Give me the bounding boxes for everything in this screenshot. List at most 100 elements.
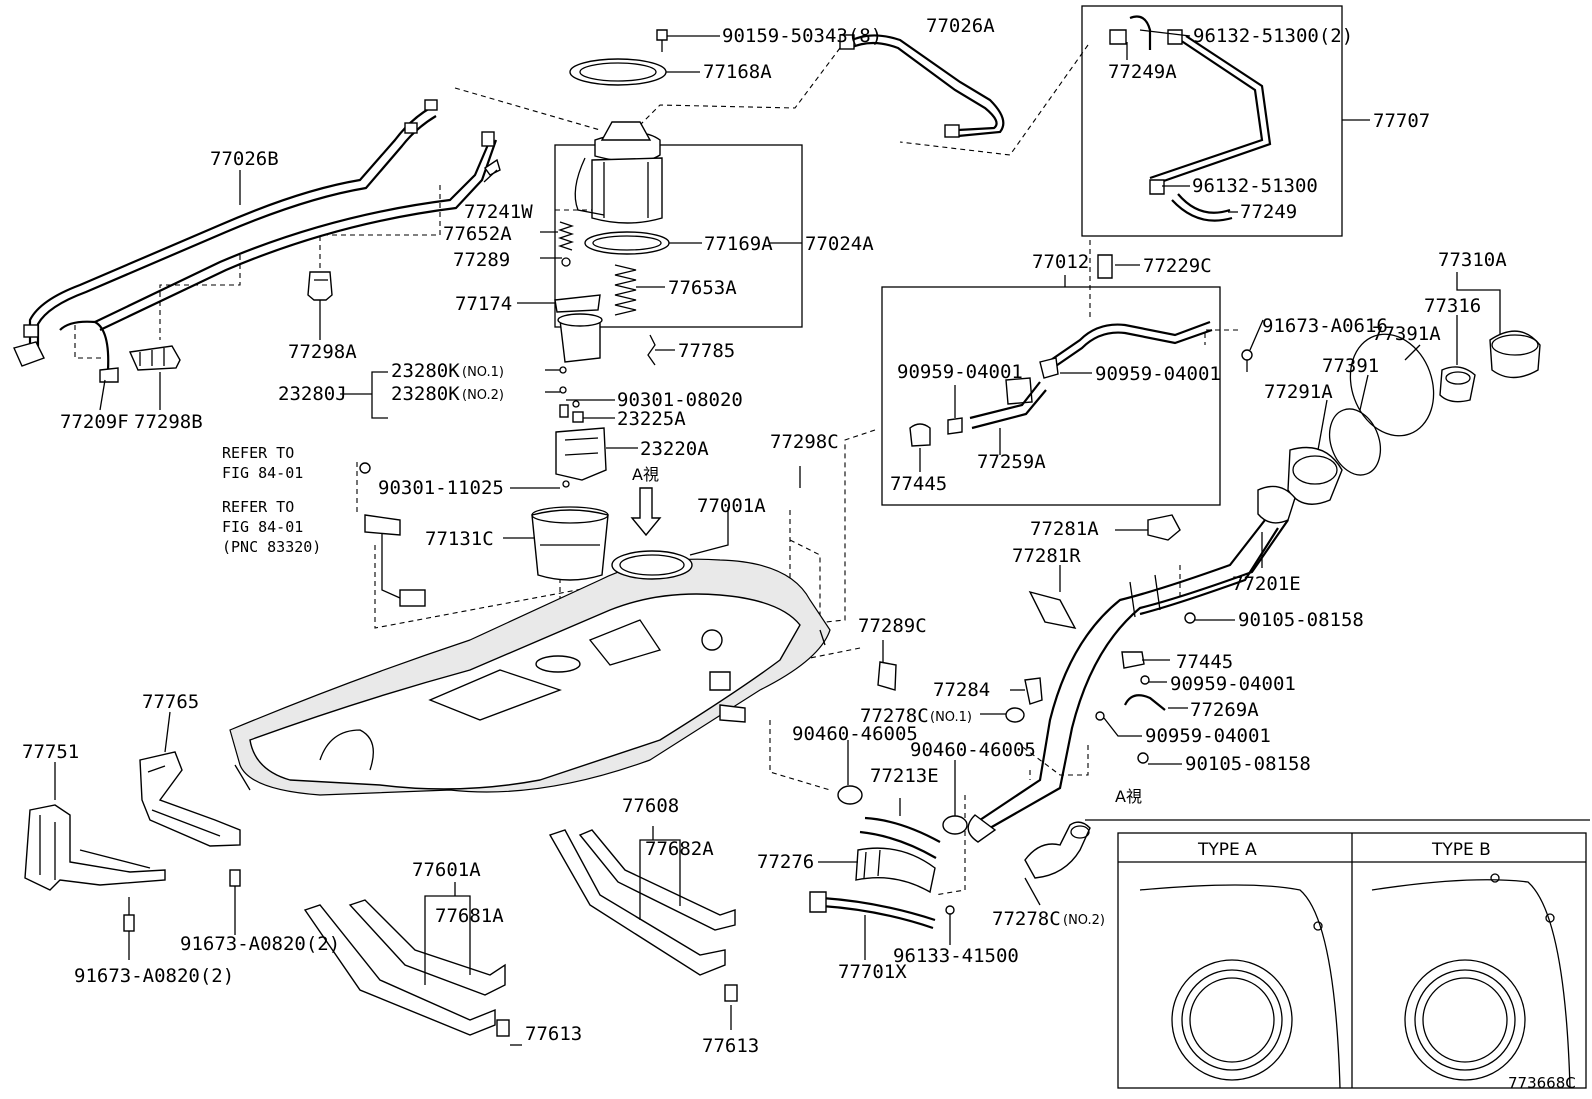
label-77026b: 77026B xyxy=(210,148,279,170)
label-refer2b: FIG 84-01 xyxy=(222,518,303,536)
label-77259a: 77259A xyxy=(977,451,1046,473)
label-90959-c: 90959-04001 xyxy=(1170,673,1296,695)
label-77209f: 77209F xyxy=(60,411,129,433)
fuel-pump-assembly xyxy=(359,29,803,607)
label-no2: (NO.2) xyxy=(462,388,504,403)
label-77298a: 77298A xyxy=(288,341,357,363)
label-77652a: 77652A xyxy=(443,223,512,245)
label-77608: 77608 xyxy=(622,795,679,817)
label-77291a: 77291A xyxy=(1264,381,1333,403)
label-refer2a: REFER TO xyxy=(222,498,294,516)
filler-pipe-77201e xyxy=(967,349,1296,843)
label-90959-a: 90959-04001 xyxy=(897,361,1023,383)
label-77241w: 77241W xyxy=(464,201,533,223)
diagram-id: 773668C xyxy=(1508,1074,1576,1092)
label-77201e: 77201E xyxy=(1232,573,1301,595)
label-77289: 77289 xyxy=(453,249,510,271)
label-no1-b: (NO.1) xyxy=(930,710,972,725)
label-23220a: 23220A xyxy=(640,438,709,460)
label-77278c-1: 77278C xyxy=(860,705,929,727)
tank-straps xyxy=(303,829,738,1037)
label-77391a: 77391A xyxy=(1372,323,1441,345)
label-77653a: 77653A xyxy=(668,277,737,299)
label-no2-b: (NO.2) xyxy=(1063,913,1105,928)
label-77169a: 77169A xyxy=(704,233,773,255)
label-90301-11025: 90301-11025 xyxy=(378,477,504,499)
labels: 77026A 90159-50343(8) 77168A 77026B 7724… xyxy=(22,15,1576,1092)
label-90460-a: 90460-46005 xyxy=(792,723,918,745)
label-90105-b: 90105-08158 xyxy=(1185,753,1311,775)
label-77613-a: 77613 xyxy=(525,1023,582,1045)
label-77391: 77391 xyxy=(1322,355,1379,377)
vapor-hose-kit-77707 xyxy=(1081,5,1343,237)
label-77278c-2: 77278C xyxy=(992,908,1061,930)
vent-pipe-77012 xyxy=(881,254,1221,506)
label-77298c: 77298C xyxy=(770,431,839,453)
fuel-tank-77001a xyxy=(229,550,831,796)
label-90301-08020: 90301-08020 xyxy=(617,389,743,411)
label-77026a: 77026A xyxy=(926,15,995,37)
fuel-line-77026a xyxy=(839,34,1005,138)
view-arrow-a xyxy=(630,487,662,537)
small-fittings-right xyxy=(1095,651,1166,764)
label-a-view-1: A視 xyxy=(632,465,659,484)
label-type-a: TYPE A xyxy=(1197,840,1257,860)
label-96132-51300: 96132-51300 xyxy=(1192,175,1318,197)
label-23225a: 23225A xyxy=(617,408,686,430)
label-77213e: 77213E xyxy=(870,765,939,787)
label-77751: 77751 xyxy=(22,741,79,763)
label-90460-b: 90460-46005 xyxy=(910,739,1036,761)
fuel-line-77026b xyxy=(13,99,498,383)
label-77012: 77012 xyxy=(1032,251,1089,273)
label-77276: 77276 xyxy=(757,851,814,873)
hoses-bottom xyxy=(809,785,1091,930)
label-77310a: 77310A xyxy=(1438,249,1507,271)
label-77785: 77785 xyxy=(678,340,735,362)
label-77445-b: 77445 xyxy=(1176,651,1233,673)
label-77024a: 77024A xyxy=(805,233,874,255)
filler-cap-group xyxy=(1287,330,1541,505)
leader-lines xyxy=(54,29,1501,1046)
label-77613-b: 77613 xyxy=(702,1035,759,1057)
label-91673-a0820-b: 91673-A0820(2) xyxy=(74,965,234,987)
label-77284: 77284 xyxy=(933,679,990,701)
label-23280k-2: 23280K xyxy=(391,383,460,405)
label-77707: 77707 xyxy=(1373,110,1430,132)
label-77249a: 77249A xyxy=(1108,61,1177,83)
label-96132-51300-2: 96132-51300(2) xyxy=(1193,25,1353,47)
label-77445-a: 77445 xyxy=(890,473,947,495)
label-77298b: 77298B xyxy=(134,411,203,433)
clamps-mid xyxy=(877,661,1043,723)
label-90959-b: 90959-04001 xyxy=(1095,363,1221,385)
label-type-b: TYPE B xyxy=(1431,840,1491,860)
label-77174: 77174 xyxy=(455,293,512,315)
label-23280k-1: 23280K xyxy=(391,360,460,382)
label-90105-a: 90105-08158 xyxy=(1238,609,1364,631)
label-91673-a0820-a: 91673-A0820(2) xyxy=(180,933,340,955)
label-refer1a: REFER TO xyxy=(222,444,294,462)
label-77765: 77765 xyxy=(142,691,199,713)
label-77681a: 77681A xyxy=(435,905,504,927)
assembly-box xyxy=(554,144,803,328)
label-77316: 77316 xyxy=(1424,295,1481,317)
label-91673-a0616: 91673-A0616 xyxy=(1262,315,1388,337)
label-77269a: 77269A xyxy=(1190,699,1259,721)
label-no1: (NO.1) xyxy=(462,365,504,380)
label-77281a: 77281A xyxy=(1030,518,1099,540)
label-96133: 96133-41500 xyxy=(893,945,1019,967)
label-refer2c: (PNC 83320) xyxy=(222,538,321,556)
label-77601a: 77601A xyxy=(412,859,481,881)
label-77281r: 77281R xyxy=(1012,545,1081,567)
label-90959-d: 90959-04001 xyxy=(1145,725,1271,747)
label-77682a: 77682A xyxy=(645,838,714,860)
label-90159: 90159-50343(8) xyxy=(722,25,882,47)
clip-77298a xyxy=(307,271,333,301)
label-77701x: 77701X xyxy=(838,961,907,983)
type-table xyxy=(1085,819,1590,1089)
label-refer1b: FIG 84-01 xyxy=(222,464,303,482)
label-a-view-2: A視 xyxy=(1115,787,1142,806)
label-77249: 77249 xyxy=(1240,201,1297,223)
label-23280j: 23280J xyxy=(278,383,347,405)
